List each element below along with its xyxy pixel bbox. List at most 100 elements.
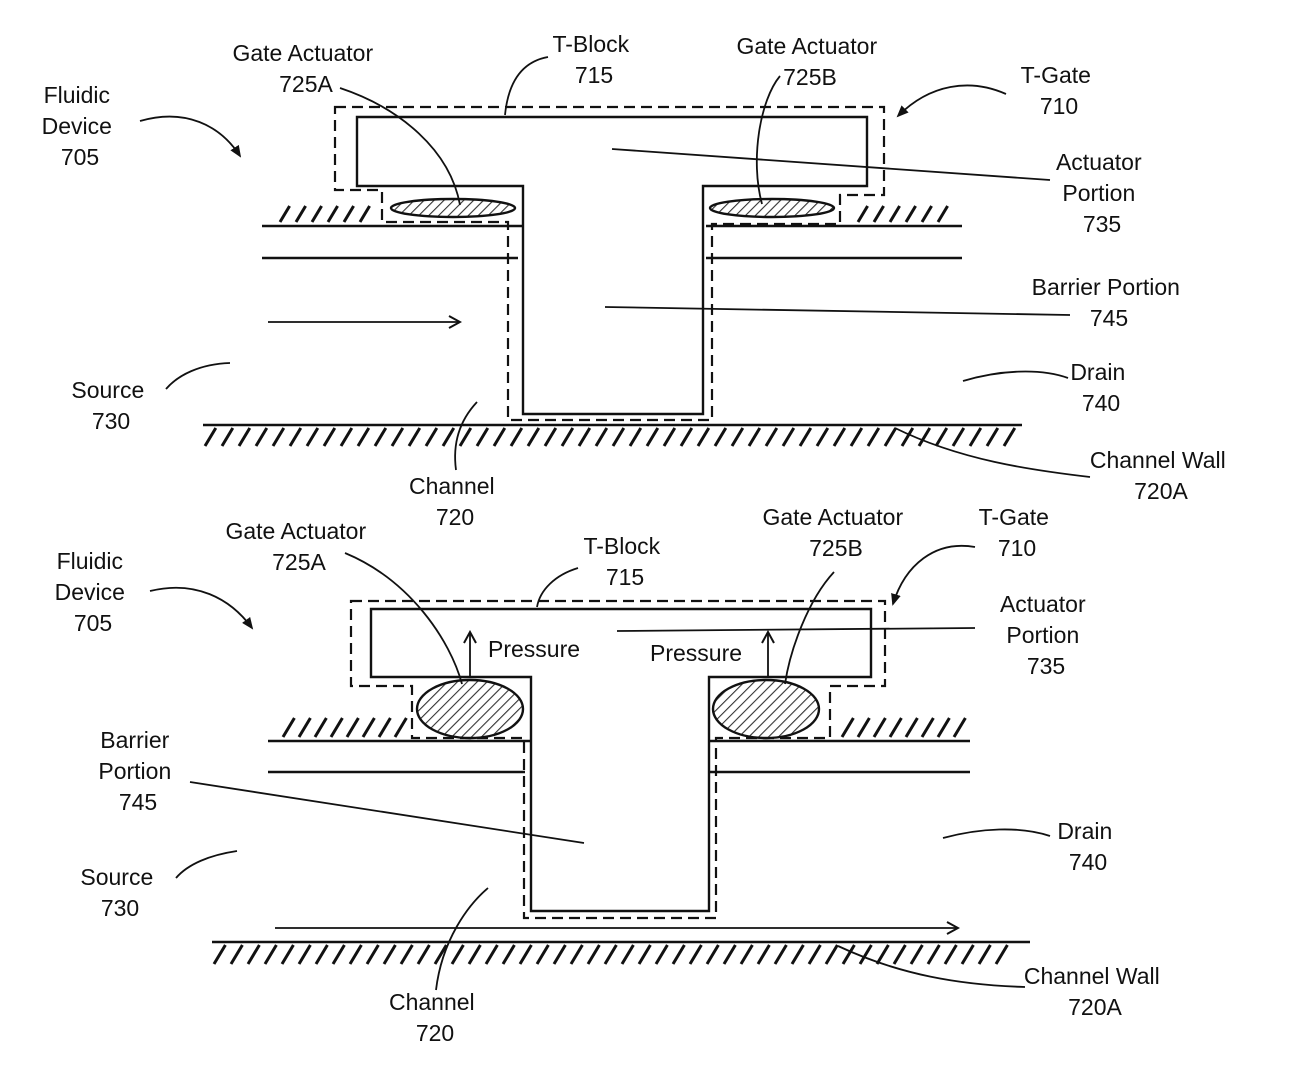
hatch-stroke xyxy=(382,944,397,965)
hatch-stroke xyxy=(246,944,261,965)
hatch-stroke xyxy=(348,944,363,965)
hatch-stroke xyxy=(936,205,949,223)
hatch-stroke xyxy=(904,205,917,223)
hatch-stroke xyxy=(985,427,1000,447)
bottom-leader-lines xyxy=(149,544,1051,991)
hatch-stroke xyxy=(281,717,296,738)
bottom-fluidic-device-label: Fluidic Device 705 xyxy=(55,548,132,636)
top-gate-actuator-b-label: Gate Actuator 725B xyxy=(736,33,883,90)
bottom-t-block-label: T-Block 715 xyxy=(583,533,666,590)
hatch-stroke xyxy=(739,944,754,965)
hatch-stroke xyxy=(798,427,813,447)
top-actuator-portion-label: Actuator Portion 735 xyxy=(1056,149,1148,237)
hatch-stroke xyxy=(331,944,346,965)
hatch-stroke xyxy=(501,944,516,965)
bottom-upper-wall-left xyxy=(281,717,408,738)
hatch-stroke xyxy=(229,944,244,965)
hatch-stroke xyxy=(713,427,728,447)
hatch-stroke xyxy=(764,427,779,447)
hatch-stroke xyxy=(424,427,439,447)
hatch-stroke xyxy=(807,944,822,965)
hatch-stroke xyxy=(326,205,339,223)
hatch-stroke xyxy=(849,427,864,447)
hatch-stroke xyxy=(322,427,337,447)
top-channel-label: Channel 720 xyxy=(409,473,501,530)
bottom-pressure-left-label: Pressure xyxy=(488,636,580,662)
hatch-stroke xyxy=(872,717,887,738)
bottom-t-gate-label: T-Gate 710 xyxy=(979,504,1056,561)
hatch-stroke xyxy=(875,944,890,965)
hatch-stroke xyxy=(399,944,414,965)
hatch-stroke xyxy=(917,427,932,447)
hatch-stroke xyxy=(594,427,609,447)
bottom-t-gate-outline xyxy=(349,599,887,920)
hatch-stroke xyxy=(237,427,252,447)
bottom-drain-label: Drain 740 xyxy=(1057,818,1118,875)
hatch-stroke xyxy=(484,944,499,965)
hatch-stroke xyxy=(926,944,941,965)
hatch-stroke xyxy=(212,944,227,965)
hatch-stroke xyxy=(756,944,771,965)
hatch-stroke xyxy=(662,427,677,447)
bottom-gate-actuator-a xyxy=(415,678,525,740)
top-source-label: Source 730 xyxy=(71,377,150,434)
hatch-stroke xyxy=(467,944,482,965)
bottom-channel-ceiling xyxy=(268,739,970,774)
hatch-stroke xyxy=(263,944,278,965)
hatch-stroke xyxy=(977,944,992,965)
hatch-stroke xyxy=(569,944,584,965)
hatch-stroke xyxy=(840,717,855,738)
hatch-stroke xyxy=(458,427,473,447)
hatch-stroke xyxy=(288,427,303,447)
hatch-stroke xyxy=(373,427,388,447)
hatch-stroke xyxy=(936,717,951,738)
bottom-upper-wall-right xyxy=(840,717,967,738)
hatch-stroke xyxy=(722,944,737,965)
hatch-stroke xyxy=(994,944,1009,965)
hatch-stroke xyxy=(920,717,935,738)
hatch-stroke xyxy=(305,427,320,447)
hatch-stroke xyxy=(586,944,601,965)
bottom-channel-label: Channel 720 xyxy=(389,989,481,1046)
hatch-stroke xyxy=(390,427,405,447)
hatch-stroke xyxy=(475,427,490,447)
hatch-stroke xyxy=(518,944,533,965)
bottom-gate-actuator-b xyxy=(711,678,821,740)
hatch-stroke xyxy=(872,205,885,223)
bottom-source-label: Source 730 xyxy=(80,864,159,921)
hatch-stroke xyxy=(441,427,456,447)
hatch-stroke xyxy=(203,427,218,447)
hatch-stroke xyxy=(654,944,669,965)
hatch-stroke xyxy=(314,944,329,965)
hatch-stroke xyxy=(679,427,694,447)
bottom-channel-wall-label: Channel Wall 720A xyxy=(1024,963,1166,1020)
hatch-stroke xyxy=(620,944,635,965)
top-gate-actuator-b xyxy=(708,197,836,219)
hatch-stroke xyxy=(856,717,871,738)
hatch-stroke xyxy=(883,427,898,447)
bottom-panel: Fluidic Device 705 Gate Actuator 725A T-… xyxy=(55,504,1166,1046)
hatch-stroke xyxy=(934,427,949,447)
hatch-stroke xyxy=(856,205,869,223)
bottom-channel-wall-hatch xyxy=(212,944,1009,965)
hatch-stroke xyxy=(790,944,805,965)
top-t-gate-outline xyxy=(333,105,886,422)
hatch-stroke xyxy=(377,717,392,738)
hatch-stroke xyxy=(345,717,360,738)
hatch-stroke xyxy=(416,944,431,965)
hatch-stroke xyxy=(552,944,567,965)
hatch-stroke xyxy=(543,427,558,447)
top-gate-actuator-a xyxy=(389,197,517,219)
top-fluidic-device-label: Fluidic Device 705 xyxy=(42,82,119,170)
top-leader-lines xyxy=(139,56,1091,478)
hatch-stroke xyxy=(705,944,720,965)
hatch-stroke xyxy=(888,717,903,738)
hatch-stroke xyxy=(688,944,703,965)
hatch-stroke xyxy=(361,717,376,738)
top-panel: Fluidic Device 705 Gate Actuator 725A T-… xyxy=(42,31,1226,530)
top-channel-wall-hatch xyxy=(203,427,1017,447)
hatch-stroke xyxy=(832,427,847,447)
hatch-stroke xyxy=(297,944,312,965)
top-t-block-label: T-Block 715 xyxy=(552,31,635,88)
